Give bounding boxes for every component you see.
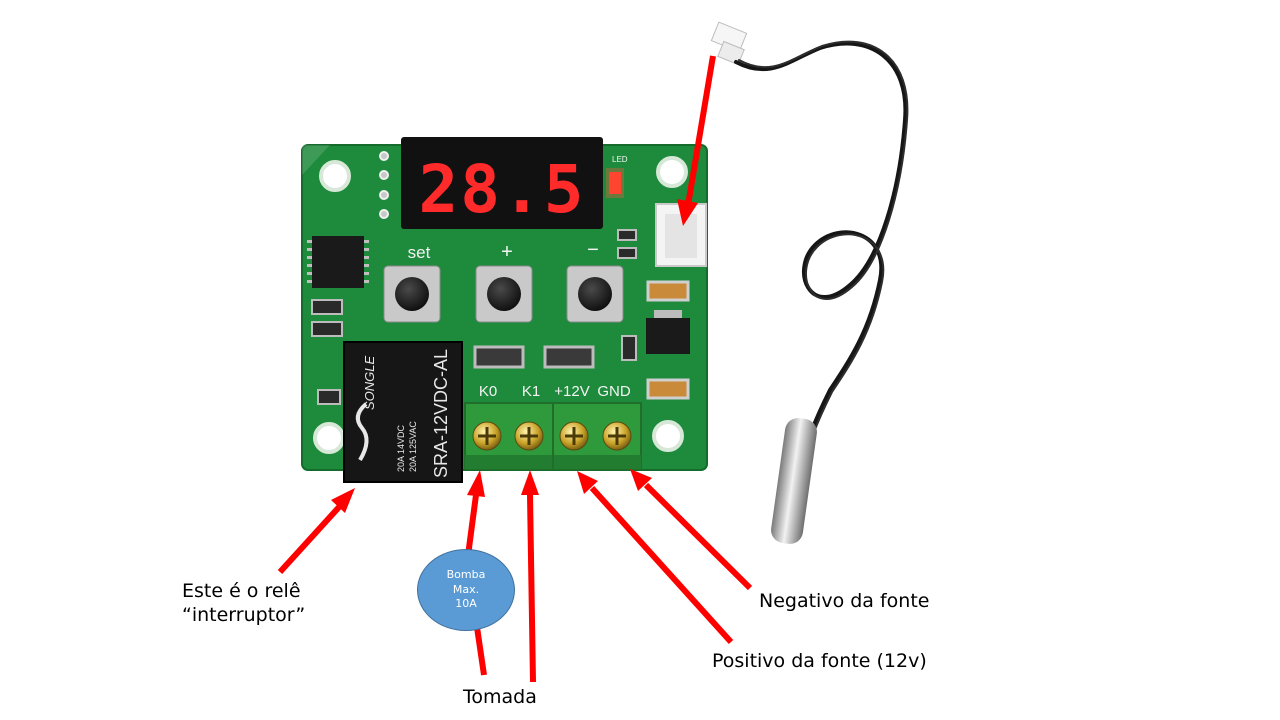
relay: SRA-12VDC-AL 20A 14VDC 20A 125VAC SONGLE — [343, 341, 463, 483]
pump-badge-line1: Bomba — [446, 567, 486, 581]
pump-badge-line3: 10A — [455, 597, 477, 611]
set-button-label: set — [408, 243, 431, 262]
led-label: LED — [612, 155, 628, 164]
minus-button-label: − — [587, 239, 599, 261]
thermostat-board: 28.5 LED set + − — [301, 137, 708, 483]
plus-button — [475, 265, 533, 323]
callout-negative: Negativo da fonte — [759, 590, 930, 612]
terminal-block — [464, 402, 642, 470]
set-button — [383, 265, 441, 323]
relay-model: SRA-12VDC-AL — [431, 349, 451, 478]
terminal-label-gnd: GND — [597, 383, 631, 400]
pump-badge: Bomba Max. 10A — [417, 549, 515, 631]
probe-connector — [710, 21, 748, 66]
terminal-label-k0: K0 — [479, 383, 497, 400]
relay-rating-a: 20A 14VDC — [396, 424, 406, 472]
plus-button-label: + — [501, 241, 513, 263]
callout-relay: Este é o relê “interruptor” — [182, 580, 306, 626]
terminal-label-12v: +12V — [554, 383, 589, 400]
relay-logo-icon — [355, 402, 369, 462]
smd-components — [311, 229, 690, 405]
mounting-holes — [313, 156, 688, 454]
pin-header — [379, 151, 389, 219]
status-led: LED — [606, 155, 628, 198]
arrow-to-k1 — [521, 470, 539, 683]
arrow-to-gnd — [630, 469, 753, 591]
arrow-to-relay — [277, 488, 355, 575]
display-readout: 28.5 — [419, 151, 586, 228]
callout-outlet: Tomada — [463, 686, 537, 708]
temperature-probe — [710, 21, 909, 544]
pump-badge-line2: Max. — [452, 582, 480, 596]
minus-button — [566, 265, 624, 323]
probe-cable — [734, 41, 908, 522]
arrow-to-12v — [577, 471, 734, 645]
terminal-screws — [472, 421, 632, 451]
probe-tip — [771, 418, 817, 544]
arrow-to-sensor-socket — [677, 55, 716, 226]
relay-rating-b: 20A 125VAC — [408, 421, 418, 472]
led-display: 28.5 — [401, 137, 603, 229]
callout-positive: Positivo da fonte (12v) — [712, 650, 927, 672]
terminal-label-k1: K1 — [522, 383, 540, 400]
relay-brand: SONGLE — [362, 355, 377, 410]
controller-chip — [307, 236, 369, 288]
